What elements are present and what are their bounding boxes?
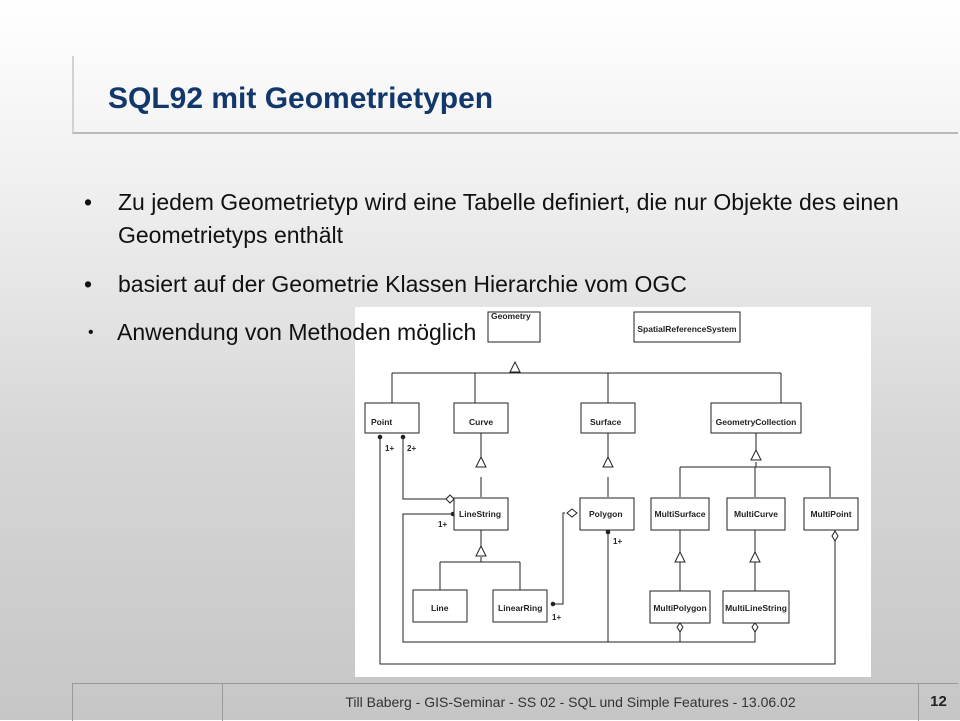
class-label: Point	[371, 417, 392, 427]
association-line	[607, 532, 681, 643]
bullet-marker: •	[88, 324, 94, 341]
slide-footer: Till Baberg - GIS-Seminar - SS 02 - SQL …	[72, 683, 958, 721]
class-diagram-svg: Geometry SpatialReferenceSystem Point Cu…	[364, 311, 859, 665]
class-box-linearring	[492, 589, 548, 623]
class-label: LinearRing	[498, 603, 542, 613]
class-label: SpatialReferenceSystem	[637, 324, 737, 334]
inheritance-arrow	[509, 360, 521, 373]
bullet-text: Zu jedem Geometrietyp wird eine Tabelle …	[118, 189, 899, 248]
class-label: LineString	[459, 509, 501, 519]
aggregation-diamond	[751, 622, 759, 633]
class-box-multisurface	[650, 497, 710, 531]
ogc-class-diagram: Geometry SpatialReferenceSystem Point Cu…	[355, 307, 871, 677]
association-line	[379, 437, 836, 665]
class-label: GeometryCollection	[716, 417, 797, 427]
class-box-polygon	[579, 497, 635, 531]
aggregation-diamond	[566, 508, 578, 518]
inheritance-arrow	[674, 550, 686, 563]
inheritance-arrow	[475, 544, 487, 557]
class-label: MultiLineString	[725, 603, 787, 613]
association-end	[550, 601, 556, 607]
footer-divider	[72, 684, 73, 721]
aggregation-diamond	[445, 494, 455, 504]
class-box-multipolygon	[649, 590, 711, 624]
association-end	[377, 434, 383, 440]
title-box: SQL92 mit Geometrietypen	[72, 56, 958, 134]
class-box-geometry	[487, 311, 541, 343]
bullet-text: Anwendung von Methoden möglich	[117, 319, 477, 345]
bullet-item: • basiert auf der Geometrie Klassen Hier…	[84, 268, 918, 301]
bullet-marker: •	[84, 189, 93, 215]
inheritance-arrow	[750, 448, 762, 461]
class-box-geometry-collection	[710, 402, 802, 434]
association-end	[400, 434, 406, 440]
class-box-curve	[453, 402, 509, 434]
inheritance-arrow	[749, 550, 761, 563]
class-box-srs	[633, 311, 741, 343]
class-box-surface	[580, 402, 636, 434]
association-line	[402, 513, 756, 643]
class-box-multilinestring	[722, 590, 790, 624]
aggregation-diamond	[676, 622, 684, 633]
class-label: Surface	[590, 417, 621, 427]
class-label: MultiSurface	[654, 509, 705, 519]
bullet-item: • Anwendung von Methoden möglich	[88, 316, 477, 349]
inheritance-arrow	[602, 455, 614, 468]
association-line	[553, 512, 565, 605]
class-label: Polygon	[589, 509, 623, 519]
multiplicity-label: 1+	[552, 613, 561, 622]
footer-divider	[918, 684, 919, 721]
class-box-multipoint	[803, 497, 859, 531]
class-box-line	[412, 589, 468, 623]
bullet-item: • Zu jedem Geometrietyp wird eine Tabell…	[84, 186, 908, 252]
inheritance-arrow	[475, 455, 487, 468]
multiplicity-label: 2+	[407, 444, 416, 453]
multiplicity-label: 1+	[438, 520, 447, 529]
bullet-marker: •	[84, 271, 93, 297]
page-number: 12	[930, 693, 947, 710]
class-label: MultiPoint	[810, 509, 851, 519]
bullet-text: basiert auf der Geometrie Klassen Hierar…	[118, 271, 687, 297]
multiplicity-label: 1+	[385, 444, 394, 453]
association-line	[402, 437, 446, 500]
association-end	[605, 529, 611, 535]
class-label: Curve	[469, 417, 493, 427]
footer-text: Till Baberg - GIS-Seminar - SS 02 - SQL …	[345, 694, 796, 710]
class-box-point	[364, 402, 420, 434]
class-box-multicurve	[726, 497, 786, 531]
class-box-linestring	[453, 497, 509, 531]
class-label: Geometry	[491, 311, 531, 321]
slide-title: SQL92 mit Geometrietypen	[108, 82, 494, 115]
footer-divider	[222, 684, 223, 721]
aggregation-diamond	[831, 530, 839, 542]
class-label: Line	[431, 603, 449, 613]
class-label: MultiCurve	[734, 509, 778, 519]
class-label: MultiPolygon	[653, 603, 706, 613]
multiplicity-label: 1+	[613, 537, 622, 546]
